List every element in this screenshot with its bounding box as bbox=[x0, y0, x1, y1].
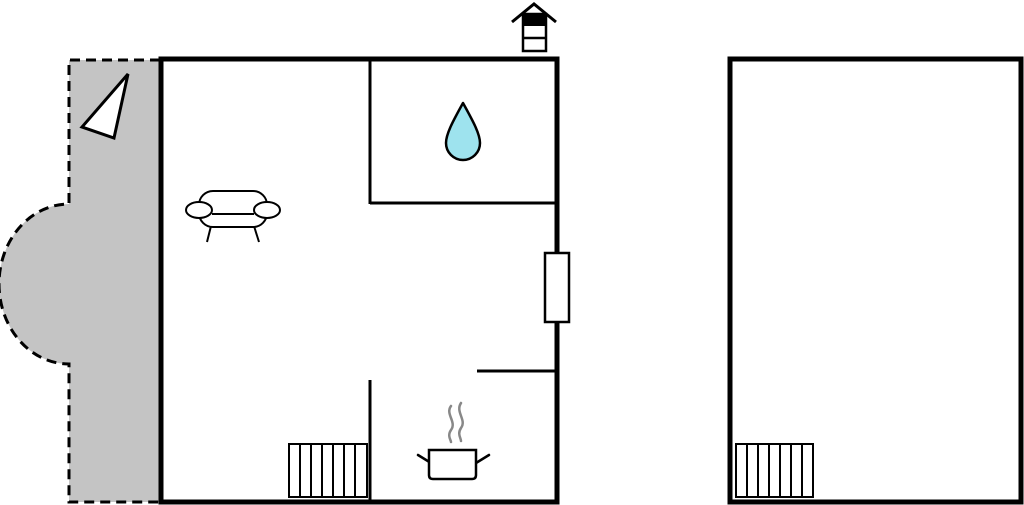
fireplace-icon bbox=[511, 2, 557, 53]
upper-floor-outline bbox=[727, 56, 1024, 505]
terrace bbox=[0, 58, 160, 504]
stairs-icon bbox=[288, 443, 368, 498]
window-icon bbox=[543, 251, 571, 324]
cooking-pot-icon bbox=[416, 401, 491, 481]
sofa-icon bbox=[185, 190, 281, 243]
stairs-icon bbox=[735, 443, 814, 498]
ground-floor-outline bbox=[158, 56, 560, 505]
compass-icon bbox=[79, 73, 130, 140]
interior-walls bbox=[368, 60, 556, 501]
water-drop-icon bbox=[444, 101, 482, 162]
